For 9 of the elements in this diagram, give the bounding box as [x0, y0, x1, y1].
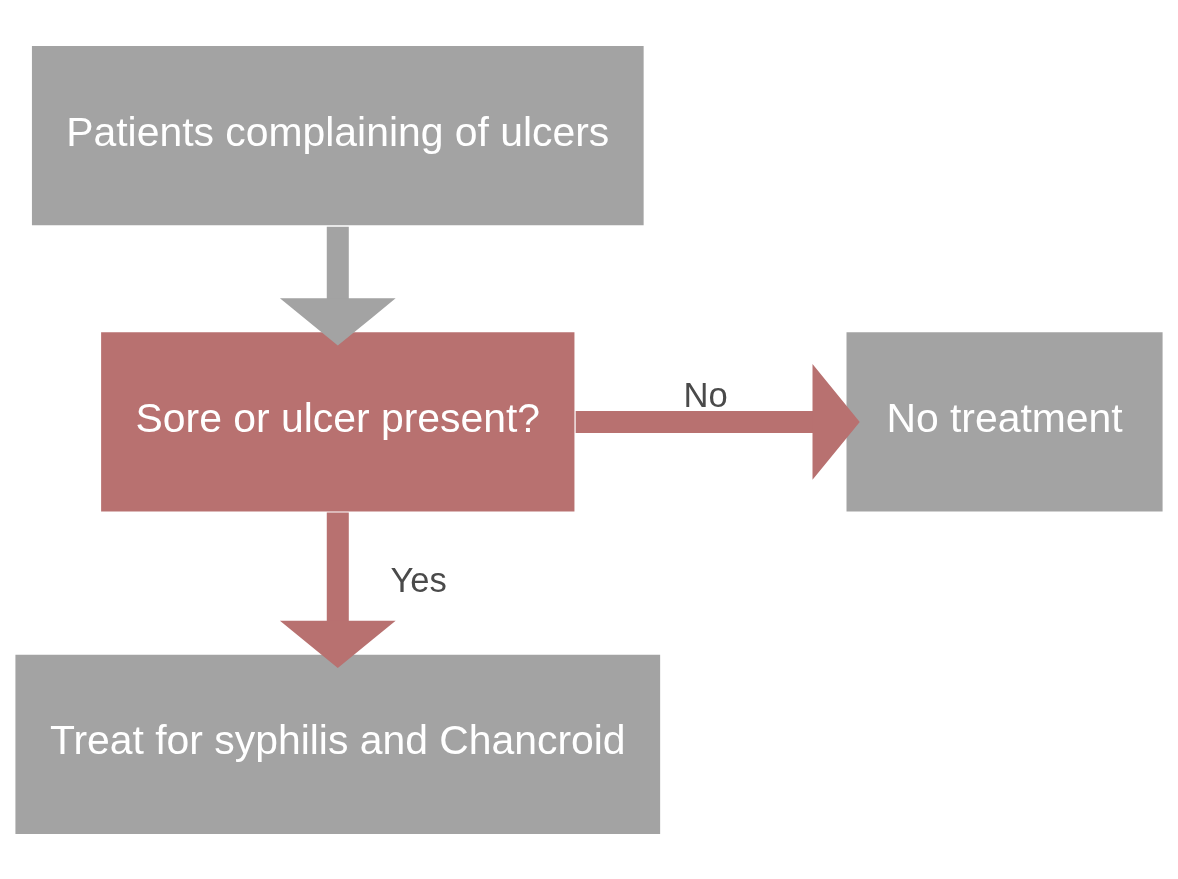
edge-label: Yes: [390, 560, 447, 599]
edge-label: No: [683, 375, 728, 414]
node-box: Treat for syphilis and Chancroid: [13, 652, 662, 835]
node-box: Sore or ulcer present?: [99, 330, 577, 513]
arrow: [279, 226, 396, 346]
arrow: [575, 363, 860, 480]
arrow: [279, 511, 396, 668]
node-box: No treatment: [844, 330, 1165, 513]
node-box: Patients complaining of ulcers: [30, 44, 646, 227]
